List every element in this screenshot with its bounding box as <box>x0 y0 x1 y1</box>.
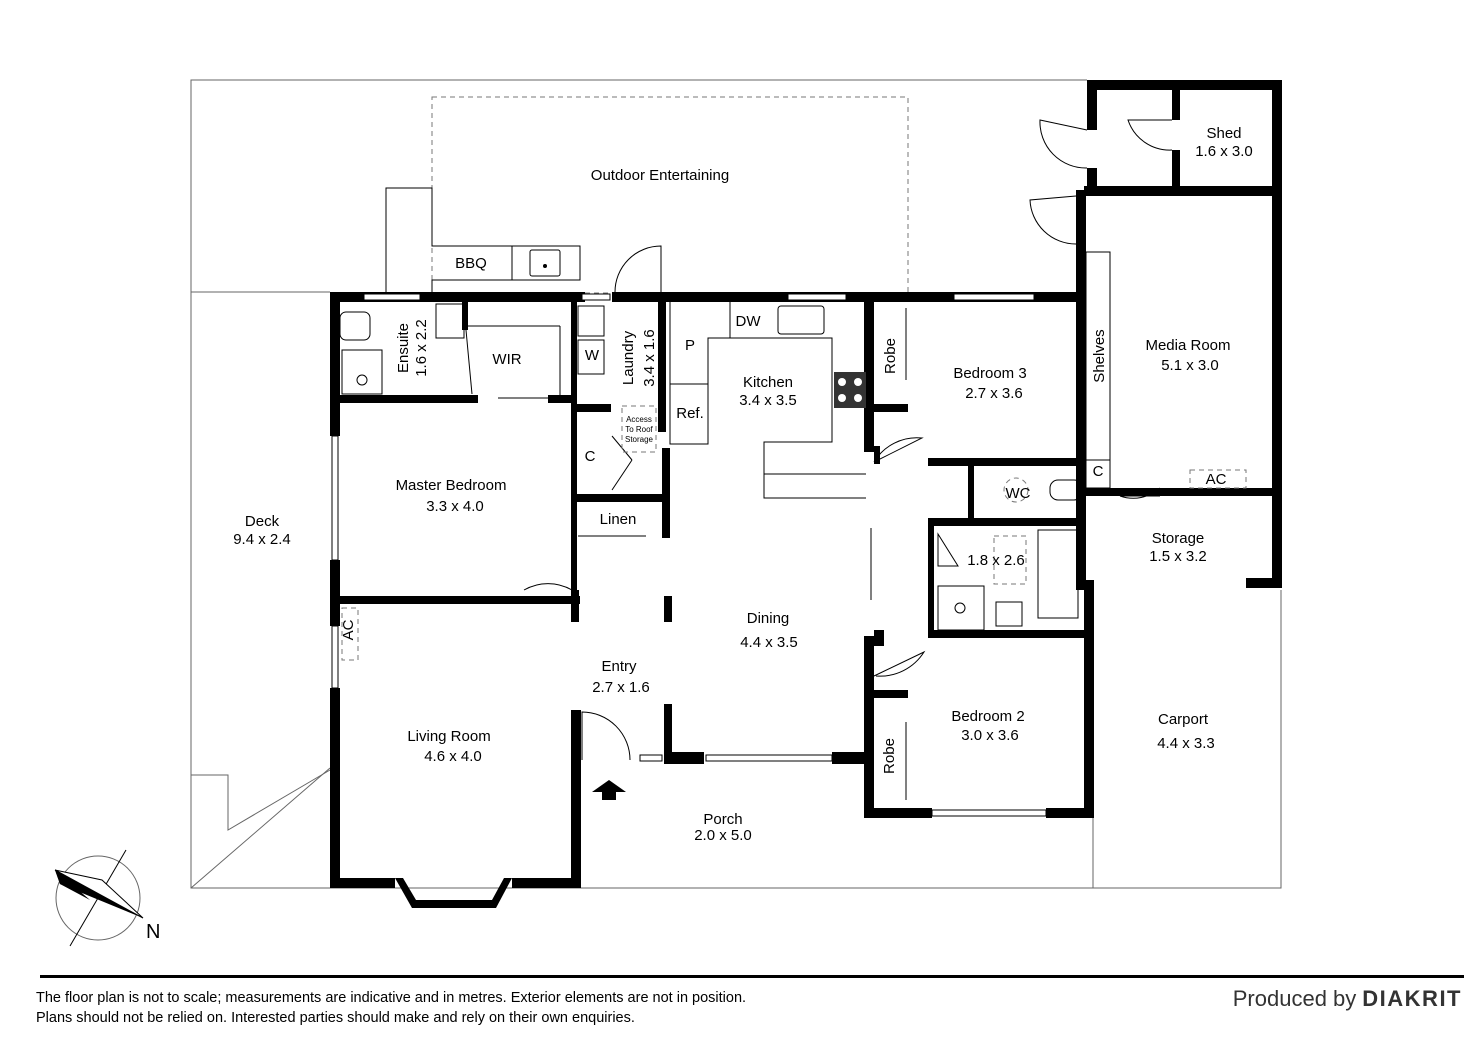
room-labels: Outdoor Entertaining BBQ Shed 1.6 x 3.0 … <box>233 125 1253 844</box>
footer-divider <box>40 975 1464 978</box>
disclaimer: The floor plan is not to scale; measurem… <box>36 988 746 1028</box>
ac-living-label: AC <box>340 619 357 640</box>
master-bedroom-label: Master Bedroom <box>396 477 507 494</box>
disclaimer-line-1: The floor plan is not to scale; measurem… <box>36 990 747 1006</box>
deck-label: Deck <box>245 513 280 530</box>
bathroom-size: 1.8 x 2.6 <box>967 552 1025 569</box>
wc-label: WC <box>1006 485 1031 502</box>
windows <box>331 293 1047 817</box>
outdoor-entertaining-label: Outdoor Entertaining <box>591 167 729 184</box>
roof-access-line3: Storage <box>625 435 654 444</box>
cupboard-media-label: C <box>1093 463 1104 480</box>
brand-logo: DIAKRIT <box>1362 986 1462 1011</box>
shelves-label: Shelves <box>1091 329 1108 382</box>
bbq-counter <box>385 187 581 292</box>
roof-access-line1: Access <box>626 415 652 424</box>
fridge-label: Ref. <box>676 405 704 422</box>
doors <box>465 119 1173 800</box>
bedroom2-label: Bedroom 2 <box>951 708 1024 725</box>
ensuite-label: Ensuite <box>395 323 412 373</box>
washer-label: W <box>585 347 600 364</box>
living-room-size: 4.6 x 4.0 <box>424 748 482 765</box>
kitchen-size: 3.4 x 3.5 <box>739 392 797 409</box>
dishwasher-label: DW <box>736 313 762 330</box>
storage-label: Storage <box>1152 530 1205 547</box>
outdoor-entertaining-outline <box>431 96 909 294</box>
fixtures <box>339 251 1247 661</box>
entry-label: Entry <box>601 658 637 675</box>
porch-label: Porch <box>703 811 742 828</box>
wir-label: WIR <box>492 351 521 368</box>
carport-label: Carport <box>1158 711 1209 728</box>
robe-bedroom3-label: Robe <box>882 338 899 374</box>
produced-by-text: Produced by <box>1232 986 1357 1011</box>
robe-bedroom2-label: Robe <box>881 738 898 774</box>
ac-media-label: AC <box>1206 471 1227 488</box>
linen-label: Linen <box>600 511 637 528</box>
living-room-label: Living Room <box>407 728 490 745</box>
laundry-label: Laundry <box>620 330 637 385</box>
entry-size: 2.7 x 1.6 <box>592 679 650 696</box>
disclaimer-line-2: Plans should not be relied on. Intereste… <box>36 1010 635 1026</box>
storage-size: 1.5 x 3.2 <box>1149 548 1207 565</box>
shed-label: Shed <box>1206 125 1241 142</box>
entry-arrow-icon <box>592 780 626 800</box>
laundry-size: 3.4 x 1.6 <box>641 329 658 387</box>
porch-size: 2.0 x 5.0 <box>694 827 752 844</box>
bedroom3-size: 2.7 x 3.6 <box>965 385 1023 402</box>
bbq-label: BBQ <box>455 255 487 272</box>
walls <box>330 80 1282 888</box>
pantry-label: P <box>685 337 695 354</box>
bay-window <box>395 878 512 908</box>
ensuite-size: 1.6 x 2.2 <box>413 319 430 377</box>
kitchen-label: Kitchen <box>743 374 793 391</box>
bedroom2-size: 3.0 x 3.6 <box>961 727 1019 744</box>
media-room-size: 5.1 x 3.0 <box>1161 357 1219 374</box>
compass: N <box>54 849 160 947</box>
master-bedroom-size: 3.3 x 4.0 <box>426 498 484 515</box>
dining-label: Dining <box>747 610 790 627</box>
bedroom3-label: Bedroom 3 <box>953 365 1026 382</box>
shed-size: 1.6 x 3.0 <box>1195 143 1253 160</box>
carport-size: 4.4 x 3.3 <box>1157 735 1215 752</box>
compass-north-label: N <box>146 921 160 943</box>
cupboard-laundry-label: C <box>585 448 596 465</box>
media-room-label: Media Room <box>1145 337 1230 354</box>
roof-access-line2: To Roof <box>625 425 653 434</box>
site-boundary <box>190 79 1282 889</box>
deck-size: 9.4 x 2.4 <box>233 531 291 548</box>
dining-size: 4.4 x 3.5 <box>740 634 798 651</box>
